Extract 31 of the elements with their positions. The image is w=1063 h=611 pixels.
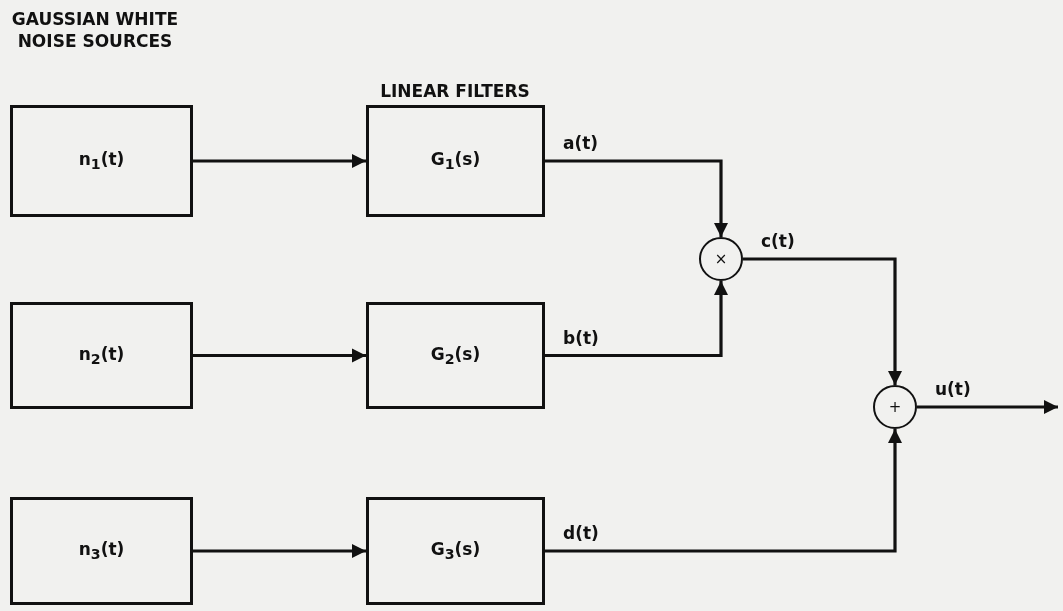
block-label: G$_{3}$(s): [430, 539, 481, 563]
arrow: [545, 429, 903, 553]
arrow: [917, 399, 1058, 415]
block-box: [366, 105, 545, 217]
signal-label: c(t): [761, 231, 795, 251]
arrow: [193, 543, 366, 559]
arrow: [193, 153, 366, 169]
block-label: n$_{2}$(t): [78, 343, 125, 368]
block-box: [10, 105, 193, 217]
block-box: [366, 497, 545, 605]
block-box: [10, 497, 193, 605]
signal-label: b(t): [563, 327, 599, 348]
signal-label: a(t): [563, 133, 599, 153]
block-label: n$_{3}$(t): [78, 539, 125, 563]
column-heading: LINEAR FILTERS: [379, 80, 531, 103]
arrow: [743, 257, 903, 385]
operator-symbol: +: [888, 398, 902, 416]
signal-label: u(t): [935, 379, 971, 399]
arrow: [545, 159, 729, 237]
arrow: [545, 281, 729, 358]
arrow: [193, 348, 366, 363]
summing-junction: [699, 237, 743, 281]
block-label: G$_{2}$(s): [430, 343, 481, 368]
signal-label: d(t): [563, 523, 599, 543]
block-box: [366, 302, 545, 409]
column-heading: GAUSSIAN WHITE NOISE SOURCES: [10, 8, 180, 53]
block-box: [10, 302, 193, 409]
operator-symbol: ×: [714, 250, 728, 268]
block-label: G$_{1}$(s): [430, 149, 481, 173]
summing-junction: [873, 385, 917, 429]
block-label: n$_{1}$(t): [78, 149, 125, 173]
